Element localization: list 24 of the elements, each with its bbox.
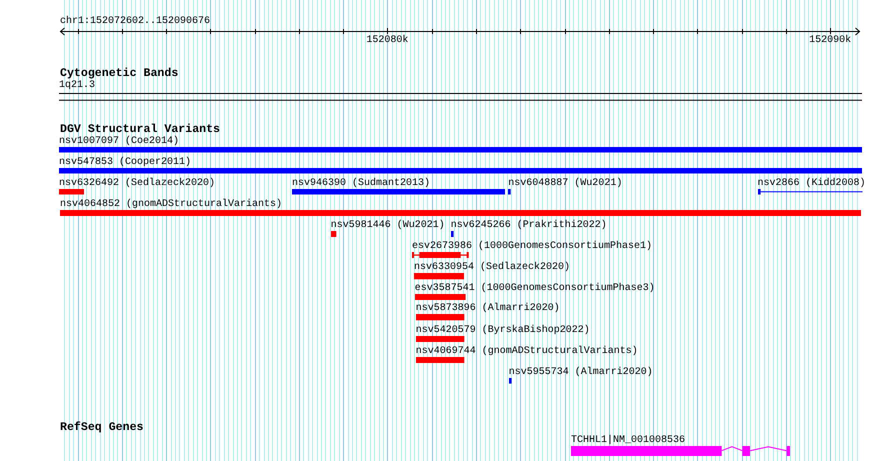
- gene-label: TCHHL1|NM_001008536: [571, 434, 686, 447]
- feature-label: nsv6048887 (Wu2021): [508, 178, 622, 190]
- feature-label: nsv5873896 (Almarri2020): [416, 303, 560, 316]
- feature-label: nsv1007097 (Coe2014): [59, 136, 180, 148]
- band-label: 1q21.3: [59, 80, 96, 92]
- track-title: Cytogenetic Bands: [60, 67, 178, 80]
- track-title: RefSeq Genes: [60, 420, 144, 435]
- feature-label: nsv547853 (Cooper2011): [59, 157, 192, 170]
- feature-label: esv2673986 (1000GenomesConsortiumPhase1): [412, 240, 652, 253]
- track-title: DGV Structural Variants: [60, 123, 220, 136]
- region-label: chr1:152072602..152090676: [60, 16, 210, 28]
- feature-label: nsv6326492 (Sedlazeck2020): [59, 178, 216, 190]
- feature-label: nsv4064852 (gnomADStructuralVariants): [60, 199, 282, 211]
- feature-label: nsv2866 (Kidd2008): [758, 178, 866, 190]
- feature-label: nsv946390 (Sudmant2013): [292, 178, 430, 190]
- feature-label: nsv4069744 (gnomADStructuralVariants): [416, 346, 638, 358]
- feature-label: nsv5420579 (ByrskaBishop2022): [416, 324, 590, 337]
- scale-label: 152090k: [809, 35, 852, 48]
- feature-label: nsv6330954 (Sedlazeck2020): [414, 262, 570, 274]
- feature-label: nsv5955734 (Almarri2020): [508, 366, 653, 379]
- scale-label: 152080k: [366, 35, 408, 48]
- feature-label: esv3587541 (1000GenomesConsortiumPhase3): [414, 282, 655, 295]
- feature-label: nsv5981446 (Wu2021): [330, 220, 445, 232]
- feature-label: nsv6245266 (Prakrithi2022): [450, 220, 607, 232]
